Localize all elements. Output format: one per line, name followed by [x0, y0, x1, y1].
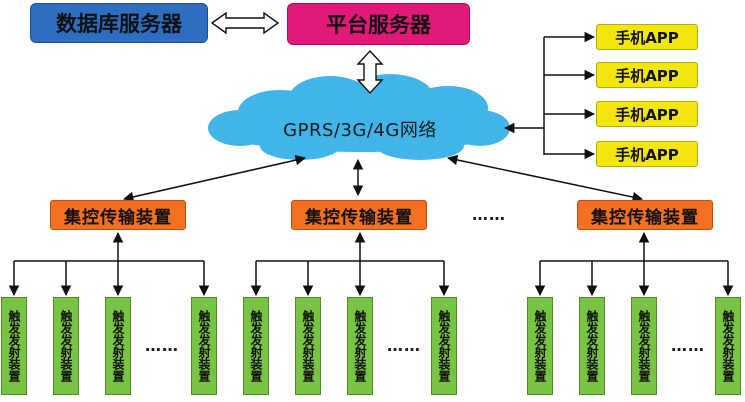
- trigger-device: 触发发射装置: [631, 297, 657, 395]
- app-box-4: 手机APP: [596, 141, 698, 167]
- trigger-device: 触发发射装置: [1, 297, 27, 395]
- trigger-ellipsis: ……: [671, 336, 705, 355]
- collector-box-3: 集控传输装置: [577, 200, 713, 230]
- trigger-device: 触发发射装置: [243, 297, 269, 395]
- db-platform-link: [210, 11, 280, 35]
- trigger-device: 触发发射装置: [347, 297, 373, 395]
- collector-trigger-links: [8, 231, 734, 297]
- app-box-1: 手机APP: [596, 24, 698, 50]
- trigger-device: 触发发射装置: [431, 297, 457, 395]
- trigger-device: 触发发射装置: [579, 297, 605, 395]
- trigger-device: 触发发射装置: [105, 297, 131, 395]
- app-box-3: 手机APP: [596, 101, 698, 127]
- trigger-device: 触发发射装置: [295, 297, 321, 395]
- trigger-device: 触发发射装置: [53, 297, 79, 395]
- collector-box-2: 集控传输装置: [291, 200, 427, 230]
- platform-server-box: 平台服务器: [287, 3, 470, 45]
- network-label: GPRS/3G/4G网络: [283, 120, 437, 141]
- trigger-ellipsis: ……: [145, 336, 179, 355]
- network-collector-links: [122, 154, 644, 203]
- platform-network-link: [356, 49, 384, 95]
- trigger-device: 触发发射装置: [527, 297, 553, 395]
- collector-ellipsis: ……: [472, 205, 506, 224]
- trigger-ellipsis: ……: [387, 336, 421, 355]
- database-server-box: 数据库服务器: [30, 3, 208, 43]
- trigger-device: 触发发射装置: [715, 297, 741, 395]
- network-app-links: [503, 31, 596, 160]
- app-box-2: 手机APP: [596, 62, 698, 88]
- trigger-device: 触发发射装置: [191, 297, 217, 395]
- collector-box-1: 集控传输装置: [50, 200, 186, 230]
